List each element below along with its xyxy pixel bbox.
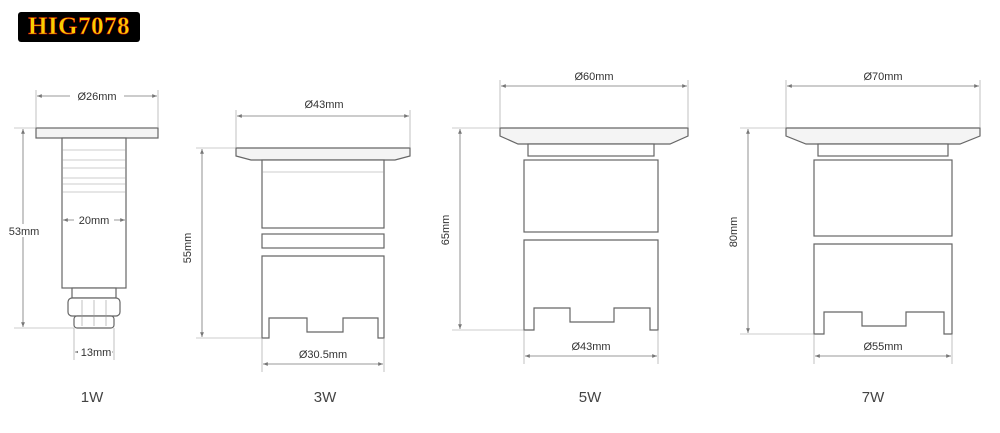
caption-3w: 3W [314,389,337,406]
height-3w: 55mm [182,233,194,264]
neck-7w [817,143,949,157]
caption-5w: 5W [579,389,602,406]
flange-3w [235,147,411,161]
flange-5w [499,127,689,145]
lower-body-5w [523,239,659,331]
height-5w: 65mm [440,215,452,246]
ring-3w [261,233,385,249]
variant-5w: Ø60mm 65mm Ø43mm 5W [440,71,689,406]
height-1w: 53mm [9,226,40,238]
variant-7w: Ø70mm 80mm Ø55mm 7W [728,71,981,406]
height-7w: 80mm [728,217,740,248]
top-diameter-1w: Ø26mm [77,91,116,103]
variant-1w: Ø26mm 53mm 20mm 13mm 1W [3,89,159,406]
upper-body-3w [261,159,385,229]
model-label: HIG7078 [18,12,141,42]
top-diameter-5w: Ø60mm [574,71,613,83]
variant-3w: Ø43mm 55mm Ø30.5mm 3W [182,99,411,406]
bottom-width-5w: Ø43mm [571,341,610,353]
top-diameter-3w: Ø43mm [304,99,343,111]
flange-7w [785,127,981,145]
body-width-1w: 20mm [79,215,110,227]
top-diameter-7w: Ø70mm [863,71,902,83]
bottom-width-1w: 13mm [81,347,112,359]
lower-body-3w [261,255,385,339]
upper-body-7w [813,159,953,237]
gland-nut-1w [71,287,117,299]
lower-body-7w [813,243,953,335]
bottom-width-7w: Ø55mm [863,341,902,353]
flange-1w [35,127,159,139]
bottom-width-3w: Ø30.5mm [299,349,347,361]
caption-7w: 7W [862,389,885,406]
upper-body-5w [523,159,659,233]
neck-5w [527,143,655,157]
caption-1w: 1W [81,389,104,406]
